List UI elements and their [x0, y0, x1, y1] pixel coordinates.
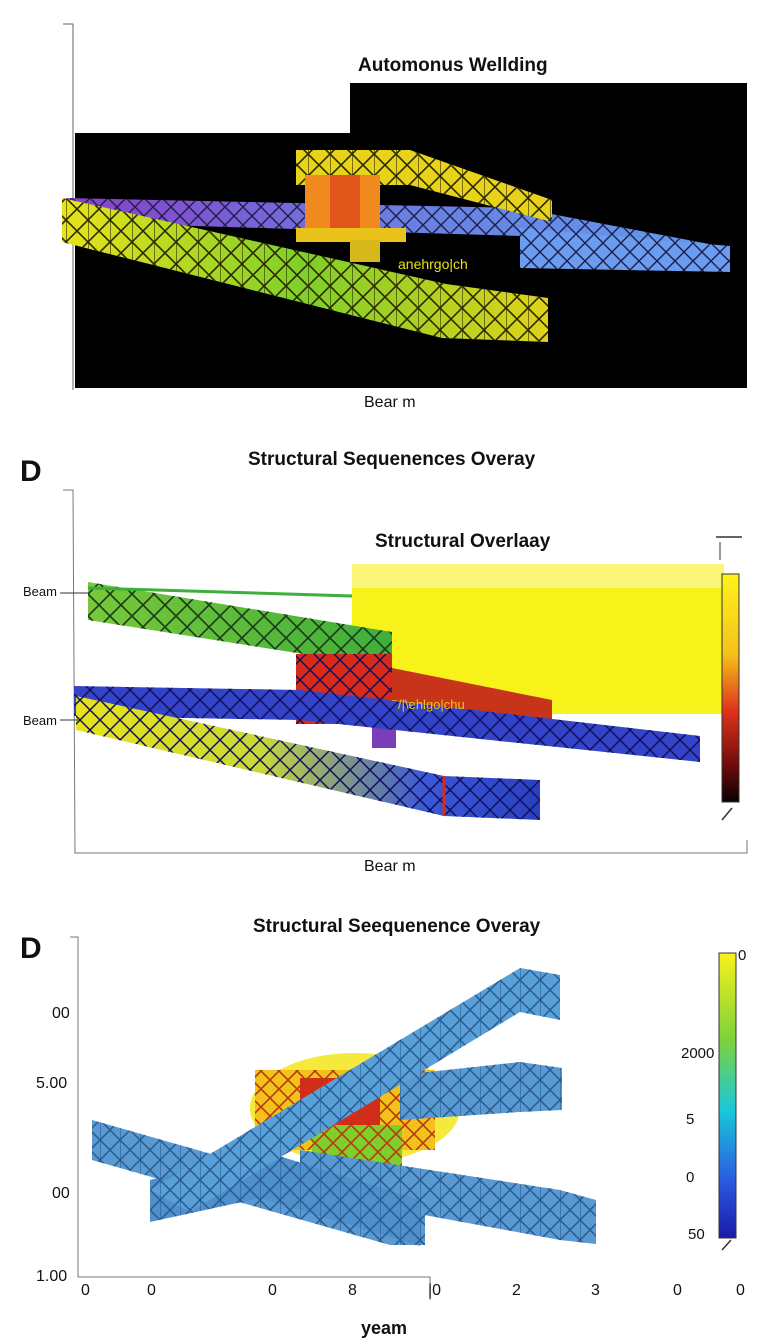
- panel-2-colorbar: [721, 573, 740, 803]
- x-tick: 0: [736, 1282, 745, 1299]
- lower-back-truss-2: [74, 686, 700, 762]
- right-truss-1: [520, 228, 730, 272]
- panel-2-x-label: Bear m: [364, 858, 416, 875]
- y-tick: 5.00: [36, 1075, 68, 1092]
- panel-3-x-label: yeam: [361, 1318, 408, 1338]
- panel-1-title: Automonus Wellding: [358, 55, 548, 76]
- x-tick: 8: [348, 1282, 357, 1299]
- y-tick: 00: [52, 1005, 70, 1022]
- rear-truss-1: [66, 198, 730, 272]
- panel-3-colorbar: [718, 952, 737, 1239]
- upper-truss-2: [87, 582, 392, 668]
- panel-3-axes: [70, 936, 431, 1300]
- colorbar-tick: 50: [688, 1226, 705, 1243]
- x-tick: 0: [268, 1282, 277, 1299]
- panel-1-y-axis: [63, 23, 74, 390]
- colorbar-tick: 0: [686, 1169, 695, 1186]
- colorbar-tick: 5: [686, 1111, 695, 1128]
- x-tick: 0: [81, 1282, 90, 1299]
- x-tick: 0: [673, 1282, 682, 1299]
- x-tick: 3: [591, 1282, 600, 1299]
- panel-3-letter: D: [20, 932, 42, 965]
- colorbar-tick: 2000: [681, 1045, 715, 1062]
- lower-front-truss-2: [76, 696, 540, 820]
- panel-2-heading: Structural Sequenences Overay: [248, 449, 536, 470]
- panel-2-title: Structural Overlaay: [375, 531, 551, 552]
- beam-label-upper: Beam: [23, 584, 57, 599]
- panel-2-overlay-label: /|\ehlgo|chu: [398, 697, 465, 712]
- x-tick: 0: [147, 1282, 156, 1299]
- right-back-truss-3: [400, 1062, 562, 1120]
- panel-2-graphic: [60, 489, 748, 854]
- panel-2-axes: [63, 489, 748, 854]
- x-tick: |0: [428, 1282, 442, 1299]
- diagonal-truss-3: [150, 968, 560, 1212]
- welding-frame-1: [296, 150, 552, 262]
- x-tick: 2: [512, 1282, 521, 1299]
- panel-1-x-label: Bear m: [364, 394, 416, 411]
- beam-label-lower: Beam: [23, 713, 57, 728]
- y-tick: 00: [52, 1185, 70, 1202]
- panel-1-graphic: [62, 23, 747, 390]
- panel-2-letter: D: [20, 455, 42, 488]
- right-lower-truss-3: [300, 1150, 596, 1244]
- panel-1-overlay-label: anehrgo|ch: [398, 256, 468, 272]
- panel-3-title: Structural Seequenence Overay: [253, 916, 541, 937]
- y-tick: 1.00: [36, 1268, 68, 1285]
- colorbar-tick: 0: [738, 947, 747, 964]
- panel-1-plot-area: [75, 83, 747, 388]
- front-truss-1: [62, 198, 548, 342]
